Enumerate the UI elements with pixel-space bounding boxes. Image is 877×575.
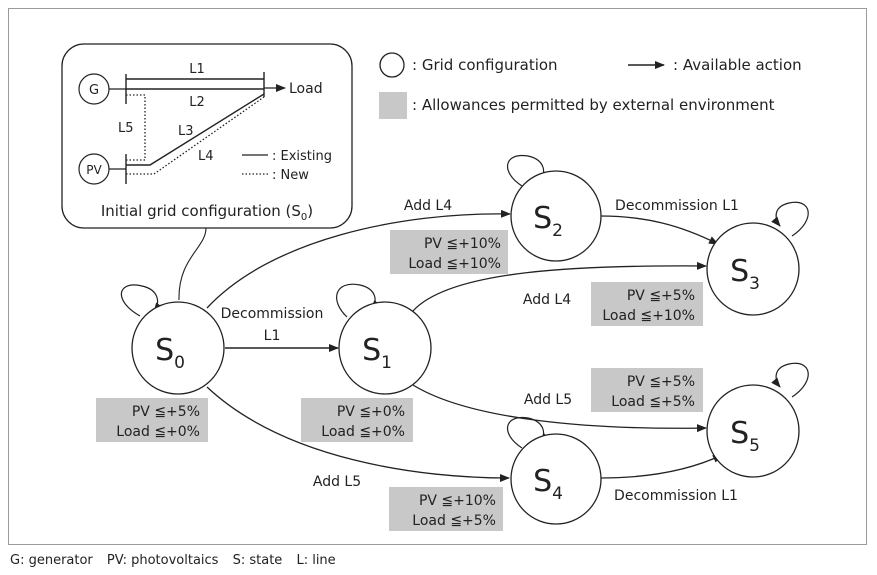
allowance-s2-pv: PV ≦+10% [424,236,501,252]
line-l3-label: L3 [178,124,194,139]
pv-label: PV [86,163,102,177]
legend-allowances: : Allowances permitted by external envir… [412,96,775,114]
initial-grid-inset: G PV L1 L2 Load L3 L4 L5 : Existing : Ne… [61,43,353,229]
action-s0-s4: Add L5 [313,474,361,490]
legend: : Grid configuration : Available action … [379,52,802,119]
allowance-s0: PV ≦+5% Load ≦+0% [96,398,208,442]
state-s0: S0 [131,301,225,395]
abbreviation-caption: G: generator PV: photovoltaics S: state … [10,553,346,568]
inset-box [61,43,353,229]
allowance-s5: PV ≦+5% Load ≦+5% [591,368,703,412]
action-s2-s3: Decommission L1 [615,198,739,214]
action-s1-s3: Add L4 [523,292,571,308]
legend-grid-configuration: : Grid configuration [412,56,558,74]
self-loops [120,154,809,449]
inset-caption: Initial grid configuration (S0) [101,202,313,223]
existing-key-label: : Existing [272,149,332,164]
arrow-s1-s5 [412,384,707,433]
allowance-s0-pv: PV ≦+5% [132,404,200,420]
legend-gray-box-symbol [379,92,407,119]
state-s2-label: S2 [533,201,563,241]
allowance-s1-pv: PV ≦+0% [337,404,405,420]
action-s0-s2: Add L4 [404,198,452,214]
allowance-s1-load: Load ≦+0% [321,424,405,440]
state-s3-label: S3 [730,254,760,294]
state-s4: S4 [510,433,602,525]
arrow-s0-s2 [206,209,511,309]
allowance-s3: PV ≦+5% Load ≦+10% [591,282,703,326]
transitions [206,209,723,482]
line-l2-label: L2 [189,95,205,110]
action-s0-s1-line2: L1 [264,328,281,344]
allowance-s4: PV ≦+10% Load ≦+5% [389,487,503,531]
state-s5-label: S5 [730,416,760,456]
caption-photovoltaics: PV: photovoltaics [106,553,219,568]
line-l4-label: L4 [198,149,214,164]
state-s0-label: S0 [155,333,185,373]
allowance-s0-load: Load ≦+0% [116,424,200,440]
allowance-s5-pv: PV ≦+5% [627,374,695,390]
self-loop-s4 [506,416,550,449]
self-loop-s5 [771,362,809,398]
arrow-s1-s3 [412,261,707,312]
self-loop-s3 [771,201,809,237]
caption-line: L: line [296,553,336,568]
allowance-s4-load: Load ≦+5% [412,513,496,529]
allowance-s4-pv: PV ≦+10% [419,493,496,509]
state-nodes: S0 S1 S2 S3 S4 S5 [131,170,800,525]
allowance-s1: PV ≦+0% Load ≦+0% [301,398,413,442]
self-loop-s0 [120,284,163,317]
arrow-s0-s4 [206,386,510,482]
diagram-frame [8,8,867,545]
state-s3: S3 [706,222,800,316]
state-transition-diagram: : Grid configuration : Available action … [61,43,809,531]
load-label: Load [289,81,323,97]
line-l4 [126,96,265,175]
arrow-s2-s3 [599,215,719,245]
allowance-s3-pv: PV ≦+5% [627,288,695,304]
legend-available-action: : Available action [673,56,802,74]
caption-generator: G: generator [10,553,93,568]
allowance-s3-load: Load ≦+10% [602,308,695,324]
state-s2: S2 [510,170,602,262]
allowance-s5-load: Load ≦+5% [611,394,695,410]
generator-label: G [89,83,99,98]
line-l3 [126,93,265,166]
line-l5-label: L5 [118,121,134,136]
legend-circle-symbol [379,52,405,78]
state-s5: S5 [706,384,800,478]
state-s4-label: S4 [533,464,563,504]
caption-state: S: state [232,553,283,568]
arrow-s4-s5 [599,454,723,479]
allowance-s2-load: Load ≦+10% [408,256,501,272]
action-s0-s1-line1: Decommission [221,306,324,322]
state-s1-label: S1 [362,333,392,373]
state-s1: S1 [338,301,432,395]
new-key-label: : New [272,168,309,183]
self-loop-s1 [336,283,381,318]
allowance-s2: PV ≦+10% Load ≦+10% [390,230,508,274]
allowance-boxes: PV ≦+5% Load ≦+0% PV ≦+0% Load ≦+0% PV ≦… [96,230,703,531]
action-s1-s5: Add L5 [524,392,572,408]
line-l1-label: L1 [189,62,205,77]
action-s4-s5: Decommission L1 [614,488,738,504]
inset-connector [178,227,207,301]
action-labels: Decommission L1 Add L4 Add L5 Add L4 Add… [221,198,739,504]
